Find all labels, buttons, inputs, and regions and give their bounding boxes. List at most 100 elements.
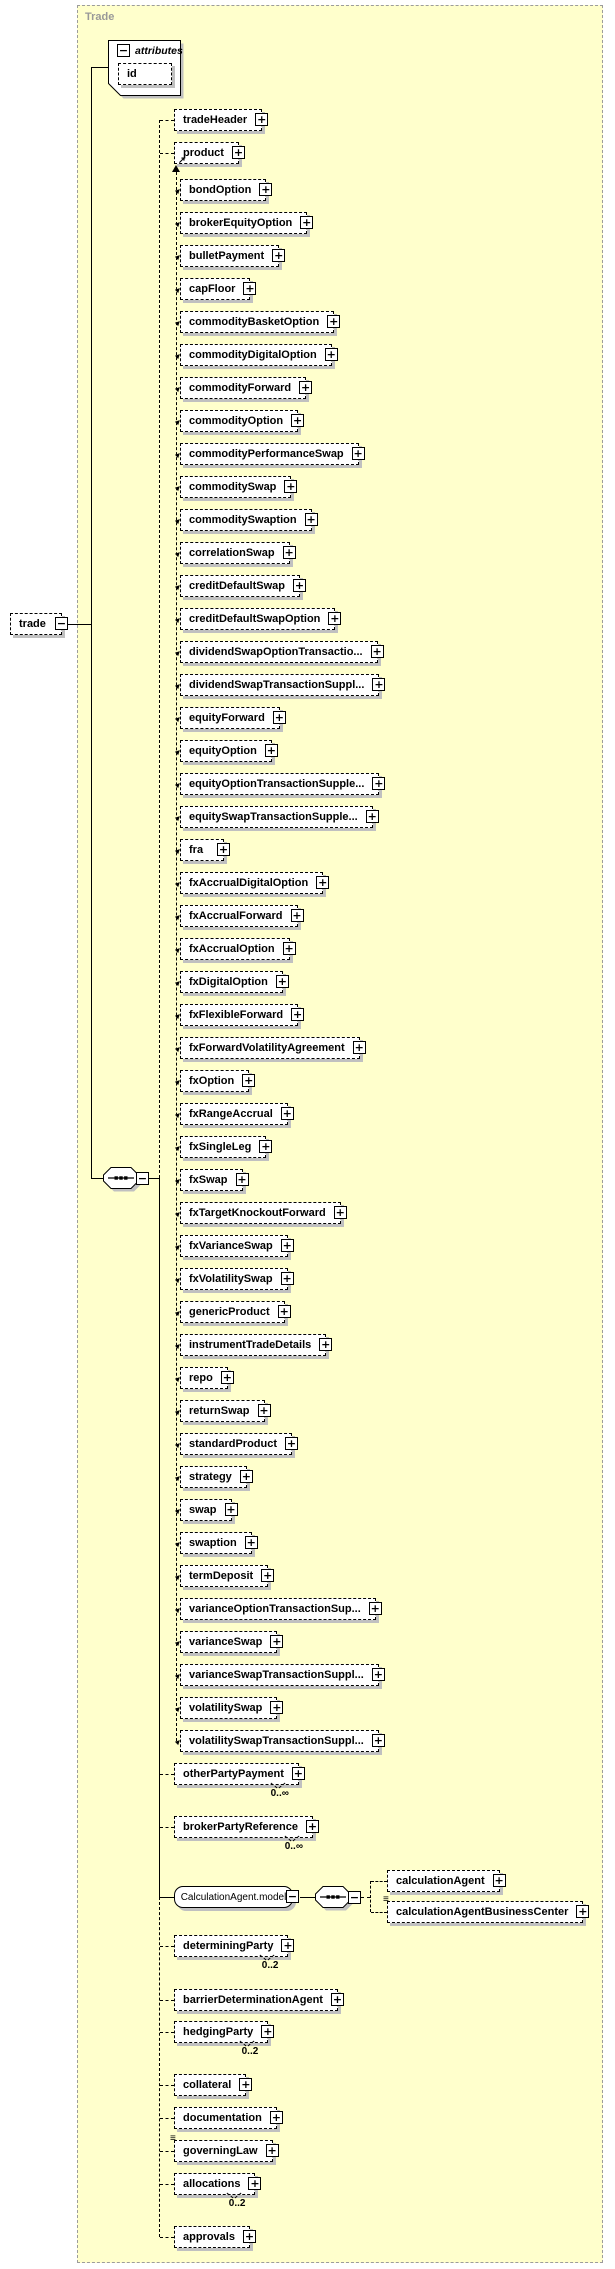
expand-icon[interactable]: +	[330, 1993, 344, 2006]
expand-icon[interactable]: +	[259, 183, 273, 196]
element-genericproduct[interactable]: genericProduct+▲	[172, 1301, 291, 1323]
element-commoditydigitaloption[interactable]: commodityDigitalOption+▲	[172, 344, 338, 366]
element-volatilityswaptransactionsuppl[interactable]: volatilitySwapTransactionSuppl...+▲	[172, 1730, 385, 1752]
element-governinglaw[interactable]: governingLaw+≡	[170, 2134, 279, 2162]
element-collateral[interactable]: collateral+	[174, 2074, 253, 2096]
expand-icon[interactable]: +	[284, 480, 298, 493]
expand-icon[interactable]: +	[248, 2177, 262, 2190]
expand-icon[interactable]: +	[280, 1107, 294, 1120]
element-approvals[interactable]: approvals+	[174, 2226, 256, 2248]
element-commodityperformanceswap[interactable]: commodityPerformanceSwap+▲	[172, 443, 365, 465]
expand-icon[interactable]: +	[235, 1173, 249, 1186]
element-calculationagent[interactable]: calculationAgent+	[387, 1870, 506, 1892]
expand-icon[interactable]: +	[280, 1239, 294, 1252]
collapse-icon[interactable]: −	[117, 44, 130, 57]
expand-icon[interactable]: +	[351, 447, 365, 460]
element-brokerpartyreference[interactable]: brokerPartyReference+0..∞	[174, 1816, 319, 1852]
expand-icon[interactable]: +	[259, 1140, 273, 1153]
expand-icon[interactable]: +	[299, 381, 313, 394]
element-dividendswaptransactionsuppl[interactable]: dividendSwapTransactionSuppl...+▲	[172, 674, 386, 696]
element-fxsingleleg[interactable]: fxSingleLeg+▲	[172, 1136, 273, 1158]
expand-icon[interactable]: +	[370, 645, 384, 658]
expand-icon[interactable]: +	[270, 1635, 284, 1648]
collapse-icon[interactable]: −	[348, 1891, 361, 1904]
element-otherpartypayment[interactable]: otherPartyPayment+0..∞	[174, 1763, 305, 1799]
element-varianceswaptransactionsuppl[interactable]: varianceSwapTransactionSuppl...+▲	[172, 1664, 385, 1686]
sequence-icon[interactable]: −	[315, 1886, 361, 1912]
element-equityoptiontransactionsupple[interactable]: equityOptionTransactionSupple...+▲	[172, 773, 386, 795]
expand-icon[interactable]: +	[290, 909, 304, 922]
element-swaption[interactable]: swaption+▲	[172, 1532, 258, 1554]
element-fxoption[interactable]: fxOption+▲	[172, 1070, 256, 1092]
attribute-id[interactable]: id	[118, 63, 172, 85]
expand-icon[interactable]: +	[244, 1536, 258, 1549]
expand-icon[interactable]: +	[333, 1206, 347, 1219]
element-commodityswap[interactable]: commoditySwap+▲	[172, 476, 298, 498]
element-creditdefaultswapoption[interactable]: creditDefaultSwapOption+▲	[172, 608, 342, 630]
element-standardproduct[interactable]: standardProduct+▲	[172, 1433, 299, 1455]
expand-icon[interactable]: +	[292, 579, 306, 592]
expand-icon[interactable]: +	[269, 2111, 283, 2124]
sequence-icon[interactable]: −	[103, 1167, 149, 1193]
collapse-icon[interactable]: −	[286, 1890, 299, 1903]
element-capfloor[interactable]: capFloor+▲	[172, 278, 257, 300]
expand-icon[interactable]: +	[282, 546, 296, 559]
expand-icon[interactable]: +	[272, 711, 286, 724]
expand-icon[interactable]: +	[576, 1905, 590, 1918]
element-varianceoptiontransactionsup[interactable]: varianceOptionTransactionSup...+▲	[172, 1598, 382, 1620]
expand-icon[interactable]: +	[291, 1008, 305, 1021]
expand-icon[interactable]: +	[239, 1470, 253, 1483]
expand-icon[interactable]: +	[272, 249, 286, 262]
expand-icon[interactable]: +	[255, 113, 269, 126]
element-fxforwardvolatilityagreement[interactable]: fxForwardVolatilityAgreement+▲	[172, 1037, 366, 1059]
expand-icon[interactable]: +	[270, 1701, 284, 1714]
element-barrierdeterminationagent[interactable]: barrierDeterminationAgent+	[174, 1989, 344, 2011]
expand-icon[interactable]: +	[220, 1371, 234, 1384]
element-correlationswap[interactable]: correlationSwap+▲	[172, 542, 296, 564]
expand-icon[interactable]: +	[300, 216, 314, 229]
element-determiningparty[interactable]: determiningParty+0..2	[174, 1935, 295, 1971]
element-fxflexibleforward[interactable]: fxFlexibleForward+▲	[172, 1004, 305, 1026]
element-hedgingparty[interactable]: hedgingParty+0..2	[174, 2021, 275, 2057]
expand-icon[interactable]: +	[257, 1404, 271, 1417]
element-product[interactable]: product+↗	[174, 142, 245, 165]
element-equityswaptransactionsupple[interactable]: equitySwapTransactionSupple...+▲	[172, 806, 379, 828]
expand-icon[interactable]: +	[368, 1602, 382, 1615]
expand-icon[interactable]: +	[265, 2144, 279, 2157]
element-tradeheader[interactable]: tradeHeader+	[174, 109, 269, 131]
element-fxvolatilityswap[interactable]: fxVolatilitySwap+▲	[172, 1268, 294, 1290]
expand-icon[interactable]: +	[371, 1734, 385, 1747]
expand-icon[interactable]: +	[327, 315, 341, 328]
expand-icon[interactable]: +	[319, 1338, 333, 1351]
expand-icon[interactable]: +	[365, 810, 379, 823]
element-termdeposit[interactable]: termDeposit+▲	[172, 1565, 275, 1587]
element-documentation[interactable]: documentation+	[174, 2107, 283, 2129]
element-repo[interactable]: repo+▲	[172, 1367, 234, 1389]
expand-icon[interactable]: +	[316, 876, 330, 889]
expand-icon[interactable]: +	[371, 1668, 385, 1681]
expand-icon[interactable]: +	[328, 612, 342, 625]
element-dividendswapoptiontransactio[interactable]: dividendSwapOptionTransactio...+▲	[172, 641, 384, 663]
element-fxrangeaccrual[interactable]: fxRangeAccrual+▲	[172, 1103, 294, 1125]
expand-icon[interactable]: +	[372, 678, 386, 691]
expand-icon[interactable]: +	[224, 1503, 238, 1516]
element-fxaccrualoption[interactable]: fxAccrualOption+▲	[172, 938, 296, 960]
expand-icon[interactable]: +	[243, 282, 257, 295]
expand-icon[interactable]: +	[285, 1437, 299, 1450]
element-fxtargetknockoutforward[interactable]: fxTargetKnockoutForward+▲	[172, 1202, 347, 1224]
element-swap[interactable]: swap+▲	[172, 1499, 238, 1521]
element-brokerequityoption[interactable]: brokerEquityOption+▲	[172, 212, 314, 234]
element-commodityswaption[interactable]: commoditySwaption+▲	[172, 509, 318, 531]
element-fra[interactable]: fra+▲	[172, 839, 230, 861]
expand-icon[interactable]: +	[324, 348, 338, 361]
expand-icon[interactable]: +	[352, 1041, 366, 1054]
element-fxdigitaloption[interactable]: fxDigitalOption+▲	[172, 971, 289, 993]
expand-icon[interactable]: +	[242, 1074, 256, 1087]
element-commodityoption[interactable]: commodityOption+▲	[172, 410, 305, 432]
expand-icon[interactable]: +	[242, 2230, 256, 2243]
element-fxswap[interactable]: fxSwap+▲	[172, 1169, 249, 1191]
element-equityforward[interactable]: equityForward+▲	[172, 707, 286, 729]
element-fxvarianceswap[interactable]: fxVarianceSwap+▲	[172, 1235, 294, 1257]
expand-icon[interactable]: +	[239, 2078, 253, 2091]
element-commoditybasketoption[interactable]: commodityBasketOption+▲	[172, 311, 341, 333]
